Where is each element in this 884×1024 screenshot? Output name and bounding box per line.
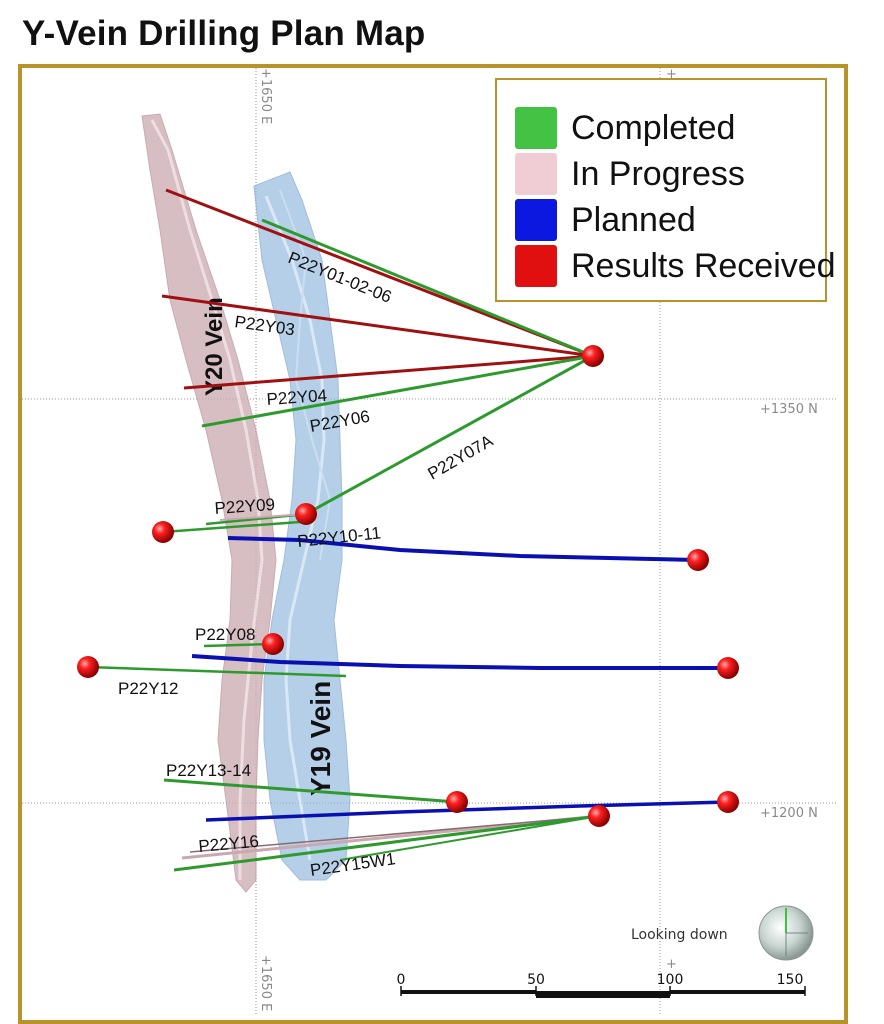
legend-label-planned: Planned [571,200,696,239]
y20-vein-shape [141,113,277,893]
legend-label-results-received: Results Received [571,246,836,285]
drill-trace-p22y15 [173,814,600,872]
map-legend: Completed In Progress Planned Results Re… [495,78,836,302]
results-marker-planned-2 [717,657,739,679]
drill-trace-planned-2 [191,654,728,670]
grid-label-e-bottom: +1650 E [258,955,273,1011]
hole-label-p22y12: P22Y12 [118,679,179,698]
legend-label-completed: Completed [571,108,736,147]
scale-bar [400,986,806,998]
drill-trace-planned-3 [205,800,729,822]
legend-item-completed: Completed [515,106,735,150]
legend-item-results-received: Results Received [515,244,836,288]
grid-label-plus-top: + [666,67,677,82]
drill-trace-p22y13 [163,778,458,804]
drill-trace-planned-1 [227,536,699,562]
results-marker-p22y12 [77,656,99,678]
hole-label-p22y08: P22Y08 [195,625,256,644]
map-title: Y-Vein Drilling Plan Map [22,14,426,53]
scale-tick-0: 0 [397,972,406,988]
drill-trace-p22y12 [87,665,347,678]
legend-item-in-progress: In Progress [515,152,745,196]
drill-trace-p22y07a [305,354,594,516]
drill-trace-p22y02 [261,218,594,358]
drill-trace-p22y10 [162,520,301,534]
drill-trace-p22y08 [203,642,274,648]
legend-swatch-planned [515,199,557,241]
legend-swatch-completed [515,107,557,149]
y20-vein-label: Y20 Vein [201,297,228,396]
legend-label-in-progress: In Progress [571,154,745,193]
grid-label-plus-bottom: + [666,957,677,972]
scale-tick-100: 100 [657,972,684,988]
results-marker-p22y13 [446,791,468,813]
results-marker-p22y10 [152,521,174,543]
orientation-globe-icon [758,905,814,961]
grid-label-n1200: +1200 N [760,806,818,821]
results-marker-collar-north [582,345,604,367]
drill-trace-p22y06 [201,354,594,428]
grid-label-e-top: +1650 E [258,68,273,124]
hole-label-p22y04: P22Y04 [266,386,328,409]
scale-tick-150: 150 [777,972,804,988]
hole-label-p22y09: P22Y09 [214,495,276,518]
drill-trace-p22y16b [189,815,600,853]
orientation-label: Looking down [631,927,728,943]
legend-swatch-results-received [515,245,557,287]
results-marker-planned-3 [717,791,739,813]
scale-tick-50: 50 [527,972,545,988]
results-marker-p22y08 [262,633,284,655]
map-frame [18,64,848,1024]
drill-trace-p22y04 [183,354,594,390]
hole-label-p22y07a: P22Y07A [425,431,497,484]
drill-trace-p22y16 [181,814,600,860]
legend-item-planned: Planned [515,198,696,242]
drill-trace-p22y03 [161,294,594,358]
results-marker-planned-1 [687,549,709,571]
drill-trace-p22y15b [339,815,600,861]
grid-label-n1350: +1350 N [760,402,818,417]
results-marker-p22y09 [295,503,317,525]
drill-trace-p22y09b [219,513,307,521]
hole-label-p22y13: P22Y13-14 [166,761,251,780]
legend-swatch-in-progress [515,153,557,195]
y19-vein-label: Y19 Vein [305,681,336,796]
results-marker-collar-south [588,805,610,827]
